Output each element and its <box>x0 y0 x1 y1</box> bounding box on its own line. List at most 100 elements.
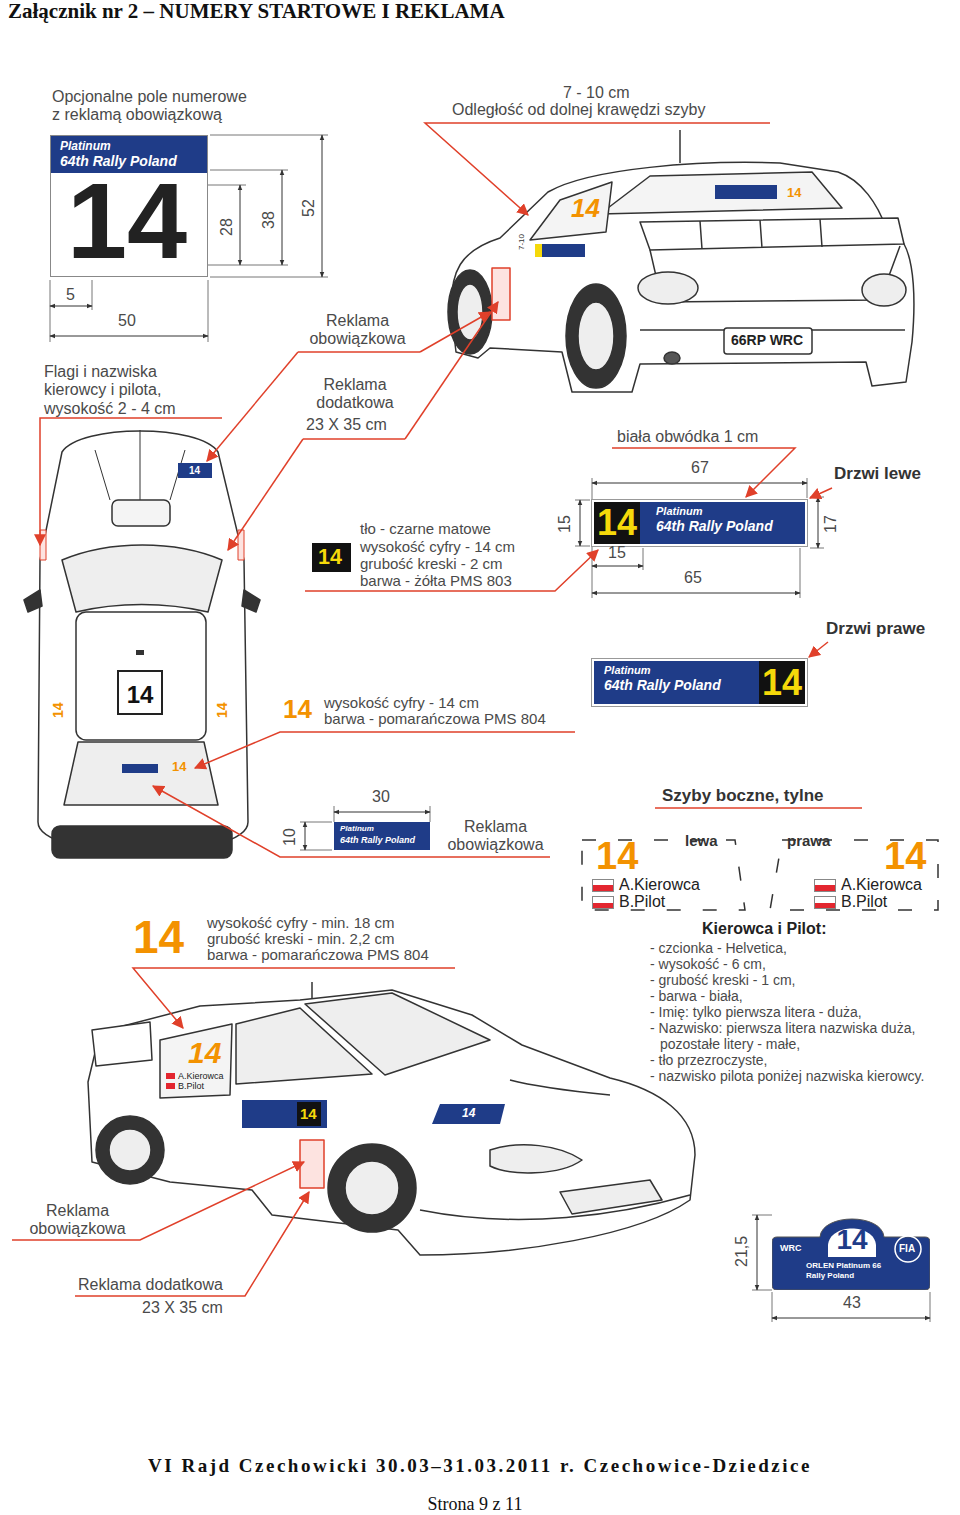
top-view-car <box>112 500 170 526</box>
start-number: 14 <box>594 502 640 544</box>
plate-badge <box>895 1236 921 1262</box>
front-car <box>345 1161 399 1215</box>
side-window-left: 14A.KierowcaB.Pilot <box>580 836 745 910</box>
spec-line: - Nazwisko: pierwsza litera nazwiska duż… <box>650 1020 948 1052</box>
codriver-name: B.Pilot <box>814 893 887 910</box>
top-view-car <box>178 463 212 478</box>
front-car <box>560 1180 662 1214</box>
leader-lines <box>303 438 405 440</box>
leader-lines <box>810 488 832 498</box>
leader-lines <box>133 968 455 1028</box>
number-field: Platinum64th Rally Poland14 <box>50 135 208 277</box>
dimension: 7-10 <box>517 234 526 250</box>
front-car <box>96 1116 164 1184</box>
front-car <box>300 1140 324 1188</box>
rear-car <box>715 185 777 199</box>
callout-heading: Drzwi prawe <box>826 619 925 639</box>
car-number: 14 <box>189 465 200 477</box>
leader-lines <box>12 1162 304 1240</box>
annotation-label: Odległość od dolnej krawędzi szyby <box>452 101 705 119</box>
crew-name: B.Pilot <box>178 1081 204 1091</box>
leader-lines <box>228 439 303 550</box>
extension-lines <box>50 135 930 1322</box>
front-car <box>297 1102 321 1126</box>
spec-line: tło - czarne matowe <box>360 520 491 537</box>
annotation-label: 7 - 10 cm <box>563 84 630 102</box>
annotation-label: Reklama obowiązkowa <box>20 1202 135 1239</box>
page-number: Strona 9 z 11 <box>380 1494 570 1515</box>
dimension: 67 <box>691 459 709 477</box>
dimension: 17 <box>822 515 840 533</box>
spec-line: - Imię: tylko pierwsza litera - duża, <box>650 1004 862 1020</box>
extension-lines <box>50 280 208 342</box>
annotation-label: prawa <box>787 832 830 849</box>
top-view-car <box>64 742 218 805</box>
spec-line: wysokość cyfry - 14 cm <box>324 694 479 711</box>
rear-car <box>457 284 483 340</box>
annotation-label: 23 X 35 cm <box>142 1299 223 1317</box>
number-sample: 14 <box>283 695 312 725</box>
top-view-car <box>24 590 42 612</box>
dimension: 38 <box>260 211 278 229</box>
top-view-car <box>38 431 248 852</box>
leader-lines <box>298 351 420 353</box>
number-sample-box: 14 <box>312 543 351 572</box>
dimension: 15 <box>608 544 626 562</box>
annotation-label: Reklama dodatkowa <box>78 1276 223 1294</box>
annotation-label: Opcjonalne pole numerowe z reklamą obowi… <box>52 88 257 125</box>
top-view-car <box>62 545 222 612</box>
start-number: 14 <box>759 661 805 704</box>
ad-logo: Platinum <box>604 664 650 676</box>
crew-name: A.Kierowca <box>178 1071 224 1081</box>
leader-lines <box>207 352 298 461</box>
driver-name: A.Kierowca <box>592 876 700 893</box>
dimension: 5 <box>66 286 75 304</box>
extension-lines <box>300 806 430 850</box>
car-number: 14 <box>214 702 230 718</box>
spec-line: - barwa - biała, <box>650 988 743 1004</box>
section-heading: Kierowca i Pilot: <box>702 920 826 938</box>
callout-heading: Drzwi lewe <box>834 464 921 484</box>
ad-title: 64th Rally Poland <box>340 834 415 846</box>
leader-lines <box>12 123 862 1296</box>
leader-lines <box>195 732 575 768</box>
front-car <box>328 1144 416 1232</box>
rally-plate: 14WRCORLEN Platinum 66 Rally PolandFIA <box>772 1215 930 1290</box>
spec-line: wysokość cyfry - 14 cm <box>360 538 515 555</box>
spec-line: - wysokość - 6 cm, <box>650 956 766 972</box>
top-view-car <box>122 764 158 773</box>
top-view-car <box>136 650 144 655</box>
door-panel-left: 14Platinum64th Rally Poland <box>592 500 807 546</box>
rear-car <box>724 328 812 354</box>
car-number: 14 <box>462 1106 475 1120</box>
ad-logo: Platinum <box>656 505 702 517</box>
dimension: 28 <box>218 218 236 236</box>
plate-text: ORLEN Platinum 66 Rally Poland <box>806 1261 890 1281</box>
rear-car <box>535 244 585 257</box>
dimension-lines <box>334 812 430 813</box>
dimension-lines <box>305 822 306 850</box>
dimension-lines <box>592 566 643 567</box>
spec-line: barwa - pomarańczowa PMS 804 <box>324 710 546 727</box>
plate-logo: WRC <box>780 1243 802 1254</box>
annotation-label: Flagi i nazwiska kierowcy i pilota, wyso… <box>44 363 222 418</box>
front-car <box>432 1104 505 1124</box>
spec-line: - tło przezroczyste, <box>650 1052 767 1068</box>
codriver-name: B.Pilot <box>592 893 665 910</box>
front-car <box>490 1145 582 1173</box>
extension-lines <box>575 478 824 598</box>
extension-lines <box>752 1215 930 1322</box>
dimension-lines <box>322 135 323 277</box>
start-number: 14 <box>596 836 638 876</box>
start-number: 14 <box>119 681 161 709</box>
rear-car <box>530 182 612 240</box>
front-car <box>109 1129 151 1171</box>
front-car <box>92 1022 152 1066</box>
dimension: 21,5 <box>733 1236 751 1267</box>
section-heading: Szyby boczne, tylne <box>662 786 824 806</box>
front-car <box>510 1080 610 1095</box>
car-number: 14 <box>787 186 801 201</box>
dimension-lines <box>592 483 807 484</box>
dimension: 15 <box>556 515 574 533</box>
